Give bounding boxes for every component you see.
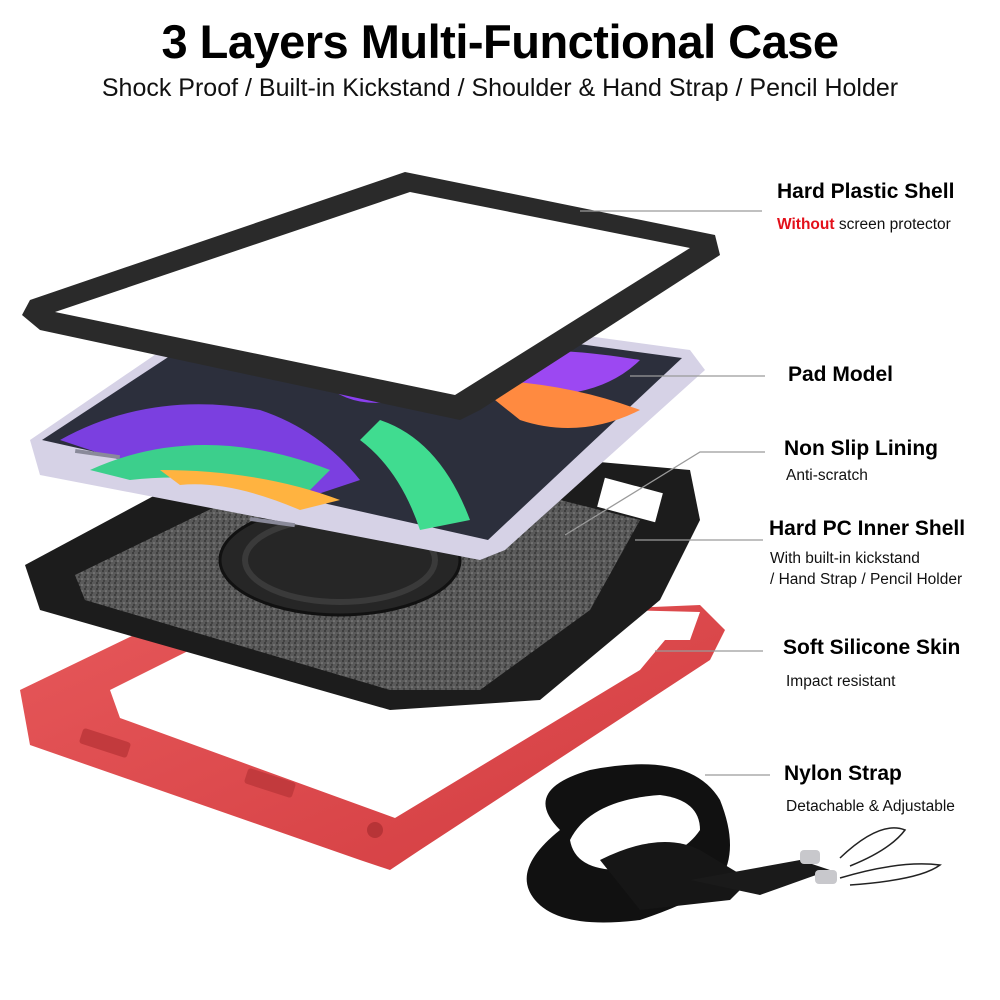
callout-soft-silicone-skin: Soft Silicone Skin: [783, 636, 961, 659]
callout-non-slip-lining-desc: Anti-scratch: [786, 467, 868, 484]
callout-hard-plastic-shell-desc: Without screen protector: [777, 216, 951, 233]
page-subtitle: Shock Proof / Built-in Kickstand / Shoul…: [101, 74, 899, 102]
callout-hard-pc-inner-shell-desc-2: / Hand Strap / Pencil Holder: [770, 571, 963, 588]
callout-hard-plastic-shell: Hard Plastic Shell: [777, 180, 955, 203]
hard-plastic-shell-image: [22, 172, 720, 420]
callout-nylon-strap-desc: Detachable & Adjustable: [786, 798, 955, 815]
leader-lines: [564, 210, 770, 776]
callout-soft-silicone-skin-desc: Impact resistant: [786, 673, 896, 690]
callout-pad-model: Pad Model: [788, 363, 894, 386]
without-highlight: Without: [777, 216, 835, 233]
callout-non-slip-lining: Non Slip Lining: [784, 437, 938, 460]
page-title: 3 Layers Multi-Functional Case: [161, 15, 839, 68]
callout-nylon-strap: Nylon Strap: [784, 762, 902, 785]
nylon-strap-image: [526, 764, 942, 923]
callout-hard-pc-inner-shell: Hard PC Inner Shell: [769, 517, 966, 540]
callout-hard-pc-inner-shell-desc-1: With built-in kickstand: [770, 550, 920, 567]
